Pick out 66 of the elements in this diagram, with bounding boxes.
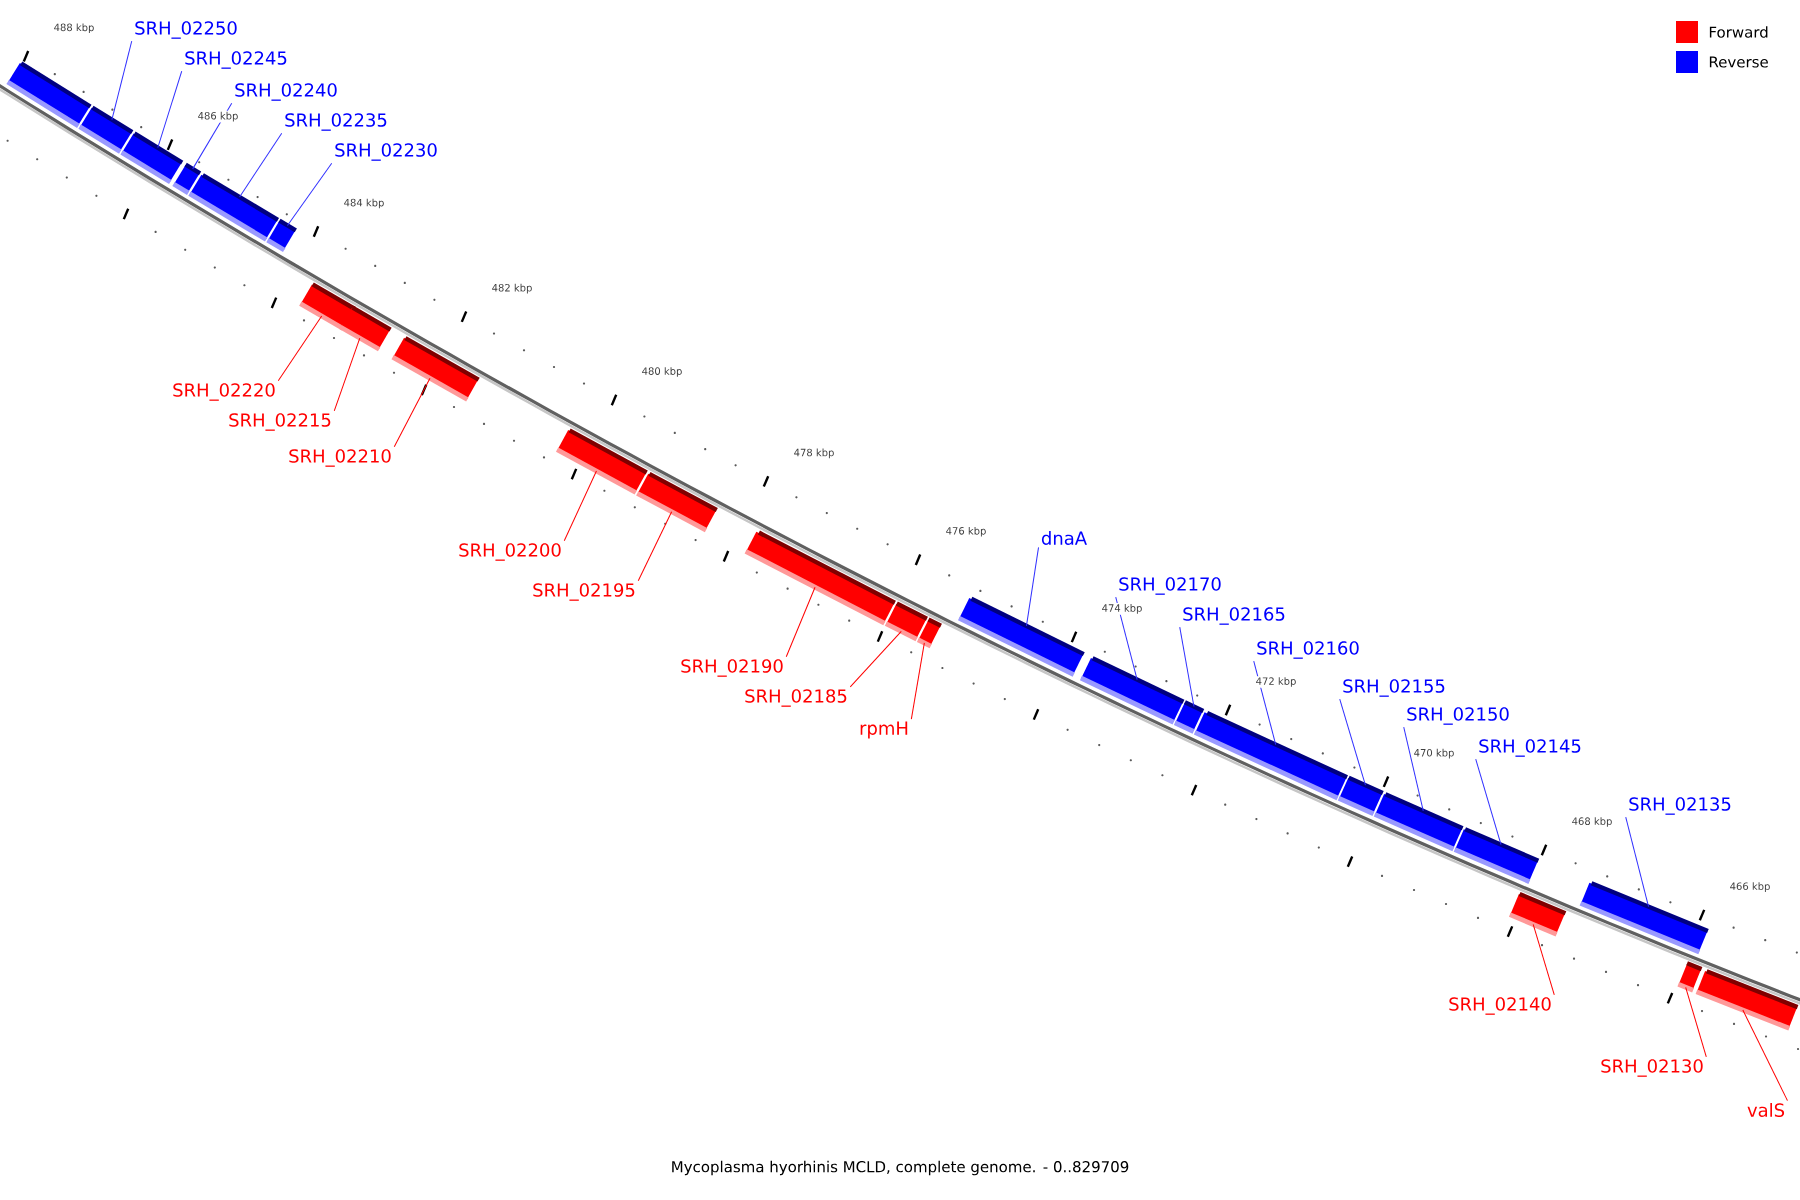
leader-line: [1253, 660, 1277, 745]
gene-bar: [1373, 792, 1464, 852]
gene-label: SRH_02185: [745, 689, 847, 707]
gene-label: SRH_02240: [235, 83, 337, 101]
gene-label: SRH_02145: [1479, 739, 1581, 757]
gene-bar: [6, 61, 92, 128]
leader-line: [1339, 698, 1366, 786]
gene-bar: [188, 173, 280, 242]
leader-line: [910, 642, 925, 720]
gene-bar: [339, 305, 392, 352]
leader-line: [111, 40, 133, 121]
gene-bar: [957, 596, 1085, 677]
leader-line: [1475, 758, 1502, 846]
leader-line: [393, 377, 431, 448]
gene-label: SRH_02155: [1343, 679, 1445, 697]
gene-label: SRH_02220: [173, 383, 275, 401]
leader-line: [1179, 626, 1195, 707]
gene-bar: [120, 131, 184, 185]
gene-label: SRH_02200: [459, 543, 561, 561]
leader-line: [1532, 923, 1555, 996]
leader-line: [1742, 1009, 1788, 1102]
leader-line: [1115, 596, 1138, 681]
leader-line: [849, 630, 902, 688]
leader-line: [192, 102, 233, 170]
gene-label: SRH_02210: [289, 449, 391, 467]
gene-bar: [1695, 969, 1799, 1031]
leader-line: [785, 586, 816, 658]
gene-label: SRH_02165: [1183, 607, 1285, 625]
gene-label: SRH_02250: [135, 21, 237, 39]
leader-line: [333, 337, 361, 412]
gene-label: SRH_02230: [335, 143, 437, 161]
gene-bar: [555, 428, 648, 495]
gene-label: SRH_02130: [1601, 1059, 1703, 1077]
gene-bar: [1579, 881, 1709, 955]
leader-line: [239, 132, 283, 198]
gene-label: dnaA: [1041, 531, 1087, 545]
gene-bar: [1453, 827, 1540, 884]
gene-label: valS: [1747, 1103, 1785, 1117]
gene-label: SRH_02150: [1407, 707, 1509, 725]
gene-label: SRH_02235: [285, 113, 387, 131]
gene-label: rpmH: [860, 721, 908, 739]
leader-line: [563, 470, 597, 542]
gene-label: SRH_02195: [533, 583, 635, 601]
gene-label: SRH_02190: [681, 659, 783, 677]
gene-bar: [391, 336, 480, 402]
gene-label: SRH_02215: [229, 413, 331, 431]
leader-line: [157, 70, 183, 149]
leader-line: [1403, 726, 1424, 812]
gene-bar: [636, 472, 718, 533]
leader-line: [286, 162, 333, 226]
leader-line: [1025, 546, 1040, 627]
gene-label: SRH_02245: [185, 51, 287, 69]
gene-bar: [1079, 656, 1185, 725]
gene-bar: [916, 617, 942, 649]
leader-line: [1685, 986, 1707, 1058]
leader-line: [1625, 816, 1650, 908]
gene-bar: [266, 218, 297, 253]
leader-line: [637, 511, 673, 582]
gene-bar: [1193, 711, 1348, 801]
gene-label: SRH_02170: [1119, 577, 1221, 595]
gene-bar: [1508, 891, 1567, 937]
gene-bar: [744, 530, 896, 626]
gene-label: SRH_02160: [1257, 641, 1359, 659]
leader-line: [277, 315, 323, 382]
gene-label: SRH_02135: [1629, 797, 1731, 815]
gene-label: SRH_02140: [1449, 997, 1551, 1015]
